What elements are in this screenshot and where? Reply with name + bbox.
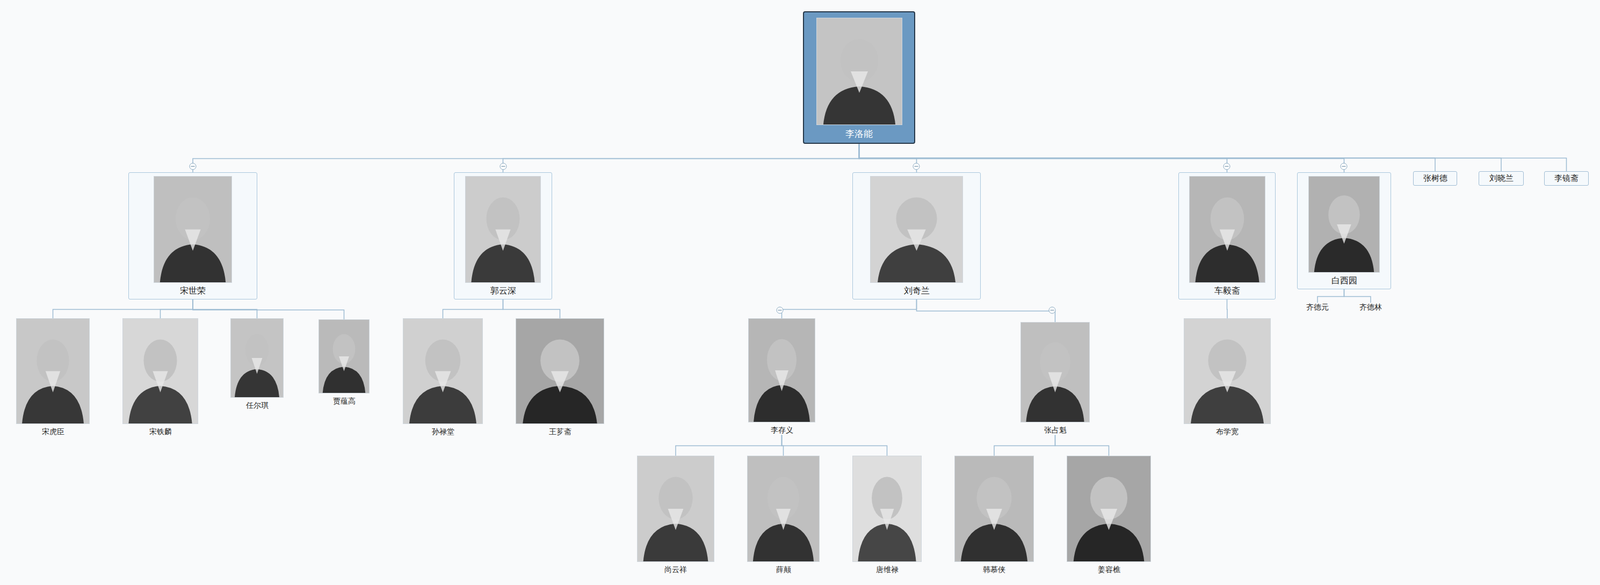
person-box: 李洛能 xyxy=(802,11,916,144)
tree-connector xyxy=(192,143,860,173)
person-box: 车毅斋 xyxy=(1178,172,1276,300)
person-name: 刘晓兰 xyxy=(1489,173,1514,184)
person-card: 薛颠 xyxy=(747,455,820,576)
person-box: 宋世荣 xyxy=(128,172,258,300)
person-name: 刘奇兰 xyxy=(903,285,930,297)
tree-connector xyxy=(782,435,888,457)
person-name: 郭云深 xyxy=(490,285,517,297)
portrait-photo xyxy=(954,455,1034,563)
person-card: 尚云祥 xyxy=(636,455,715,576)
person-name: 李存义 xyxy=(770,425,794,436)
tree-connector xyxy=(1344,289,1372,303)
collapse-marker xyxy=(189,163,197,170)
person-card: 孙禄堂 xyxy=(402,318,483,438)
portrait-photo xyxy=(636,455,715,563)
person-card: 宋虎臣 xyxy=(16,318,90,438)
person-box: 张树德 xyxy=(1413,171,1458,186)
tree-connector xyxy=(1226,299,1228,319)
portrait-photo xyxy=(748,318,816,423)
person-card: 李存义 xyxy=(748,318,816,436)
portrait-photo xyxy=(1066,455,1151,563)
tree-connector xyxy=(675,435,783,457)
person-card: 齐德林 xyxy=(1354,302,1387,313)
tree-connector xyxy=(443,299,504,319)
person-name: 张占魁 xyxy=(1044,425,1067,436)
person-name: 王芗斋 xyxy=(548,427,572,438)
person-name: 任尔琪 xyxy=(245,401,269,411)
person-box: 刘晓兰 xyxy=(1478,171,1524,186)
tree-connector xyxy=(192,299,258,319)
tree-connector xyxy=(503,143,860,173)
person-name: 孙禄堂 xyxy=(431,427,455,438)
person-name: 韩慕侠 xyxy=(982,565,1006,576)
portrait-photo xyxy=(1020,322,1090,423)
tree-connector xyxy=(859,143,1436,172)
collapse-marker xyxy=(1223,163,1230,170)
collapse-markers xyxy=(189,163,1348,314)
collapse-marker xyxy=(776,307,784,314)
portrait-photo xyxy=(402,318,483,425)
person-card: 唐维禄 xyxy=(852,455,922,576)
person-card: 王芗斋 xyxy=(515,318,605,438)
tree-connector xyxy=(503,299,561,319)
person-card: 宋铁麟 xyxy=(122,318,199,438)
person-card: 贾蕴高 xyxy=(318,319,370,407)
collapse-marker xyxy=(913,163,920,170)
portrait-photo xyxy=(318,319,370,394)
person-box: 李镜斋 xyxy=(1544,171,1589,186)
tree-connector xyxy=(53,299,194,319)
portrait-photo xyxy=(16,318,90,425)
tree-connector xyxy=(859,143,1502,172)
portrait-photo xyxy=(230,318,284,398)
person-name: 齐德元 xyxy=(1306,302,1329,313)
tree-connector xyxy=(916,299,1056,323)
person-name: 姜容樵 xyxy=(1097,565,1121,576)
portrait-photo xyxy=(465,176,541,284)
portrait-photo xyxy=(153,176,233,284)
tree-connector xyxy=(859,143,1567,172)
person-name: 齐德林 xyxy=(1359,302,1382,313)
portrait-photo xyxy=(870,176,964,284)
person-name: 宋世荣 xyxy=(179,285,206,297)
person-name: 唐维禄 xyxy=(875,565,899,576)
tree-connector xyxy=(160,299,194,319)
person-name: 薛颠 xyxy=(776,565,792,576)
person-box: 郭云深 xyxy=(453,172,553,300)
person-name: 李洛能 xyxy=(845,128,873,140)
tree-connector xyxy=(192,299,345,320)
portrait-photo xyxy=(122,318,199,425)
person-card: 姜容樵 xyxy=(1066,455,1151,576)
portrait-photo xyxy=(747,455,820,563)
portrait-photo xyxy=(515,318,605,425)
person-name: 宋铁麟 xyxy=(149,427,172,438)
portrait-photo xyxy=(852,455,922,563)
portrait-photo xyxy=(816,17,903,126)
person-name: 宋虎臣 xyxy=(41,427,65,438)
person-name: 李镜斋 xyxy=(1554,173,1579,184)
portrait-photo xyxy=(1183,318,1271,425)
tree-connector xyxy=(1055,435,1110,457)
collapse-marker xyxy=(1340,163,1348,170)
person-box: 白西园 xyxy=(1297,172,1392,290)
tree-connector xyxy=(1317,289,1345,303)
person-name: 车毅斋 xyxy=(1214,285,1241,297)
tree-connector xyxy=(994,435,1056,457)
collapse-marker xyxy=(500,163,507,170)
person-card: 齐德元 xyxy=(1301,302,1334,313)
person-name: 张树德 xyxy=(1423,173,1448,184)
person-name: 尚云祥 xyxy=(664,565,687,576)
portrait-photo xyxy=(1308,176,1380,273)
person-name: 白西园 xyxy=(1331,275,1358,287)
portrait-photo xyxy=(1189,176,1266,284)
person-card: 韩慕侠 xyxy=(954,455,1034,576)
person-name: 布学宽 xyxy=(1215,427,1239,438)
person-card: 布学宽 xyxy=(1183,318,1271,438)
tree-connector xyxy=(782,299,917,319)
person-card: 张占魁 xyxy=(1020,322,1090,436)
collapse-marker xyxy=(1048,307,1056,314)
person-box: 刘奇兰 xyxy=(852,172,981,300)
person-name: 贾蕴高 xyxy=(332,396,356,407)
person-card: 任尔琪 xyxy=(230,318,284,411)
